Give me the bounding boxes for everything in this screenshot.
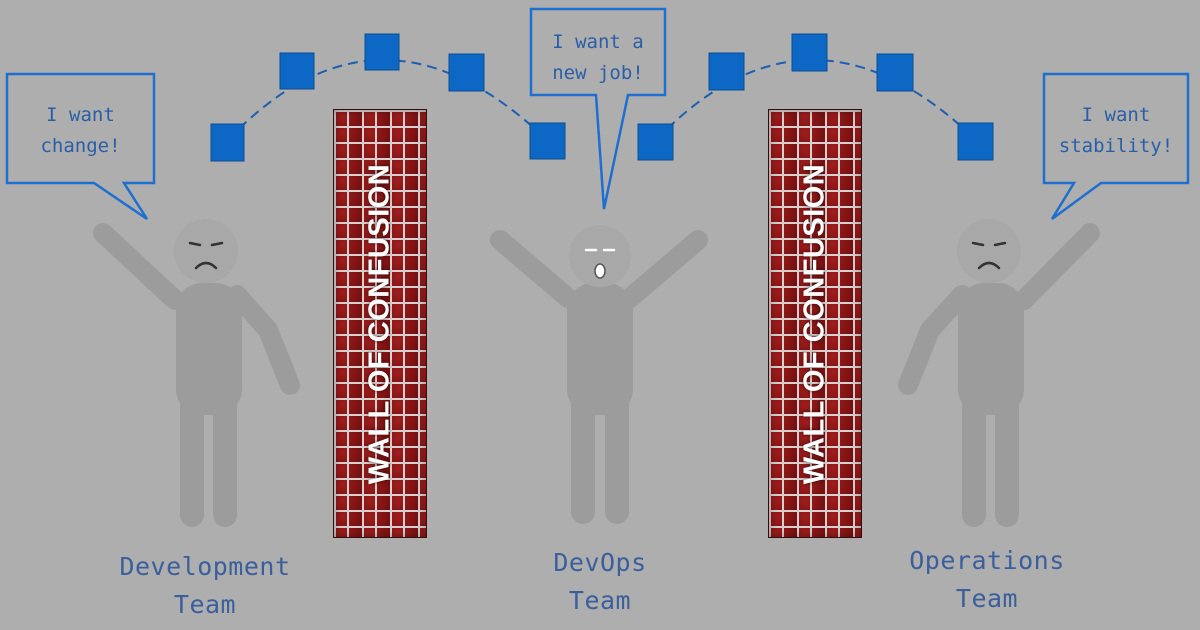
packet-square: [210, 123, 245, 162]
development-speech-bubble: [5, 72, 156, 221]
packet-square: [529, 122, 566, 160]
devops-bubble-text: I want a new job!: [552, 31, 644, 84]
packet-square: [637, 123, 674, 161]
operations-bubble-text: I want stability!: [1058, 104, 1174, 157]
arm-lowered: [227, 285, 300, 395]
right-packets: [637, 33, 994, 161]
devops-speech-bubble: [529, 7, 667, 210]
arm-raised: [93, 223, 185, 310]
wall-label: WALL OF CONFUSION: [798, 163, 831, 484]
packet-square: [364, 33, 400, 71]
development-stick-figure: [93, 219, 300, 527]
sad-mouth: [194, 261, 218, 270]
eye-right: [210, 241, 224, 247]
head: [569, 225, 631, 287]
head: [957, 219, 1021, 283]
packet-square: [876, 53, 914, 92]
arm-raised-left: [490, 230, 578, 308]
left-wall-of-confusion: WALL OF CONFUSION: [333, 109, 427, 538]
devops-team-label: DevOps Team: [553, 548, 647, 615]
sad-mouth: [977, 261, 1001, 270]
wall-label: WALL OF CONFUSION: [363, 163, 396, 484]
operations-stick-figure: [898, 219, 1100, 527]
devops-stick-figure: [490, 225, 708, 524]
packet-square: [279, 52, 315, 90]
development-team-label: Development Team: [119, 552, 291, 619]
operations-team-label: Operations Team: [909, 546, 1065, 613]
arm-raised-right: [620, 230, 708, 308]
head: [174, 219, 238, 283]
eye-right: [993, 241, 1007, 247]
packet-square: [957, 122, 994, 161]
left-packets: [210, 33, 566, 162]
right-wall-of-confusion: WALL OF CONFUSION: [768, 109, 862, 538]
packet-square: [708, 52, 745, 91]
arm-lowered: [898, 285, 972, 395]
shouting-mouth: [594, 263, 606, 279]
packet-square: [791, 33, 828, 72]
arm-raised: [1014, 223, 1100, 310]
torso: [958, 283, 1024, 415]
eye-left: [971, 241, 985, 247]
torso: [567, 283, 633, 415]
eye-left: [188, 241, 202, 247]
packet-square: [448, 53, 485, 92]
development-bubble-text: I want change!: [40, 104, 121, 157]
operations-speech-bubble: [1042, 72, 1190, 221]
torso: [176, 283, 242, 415]
